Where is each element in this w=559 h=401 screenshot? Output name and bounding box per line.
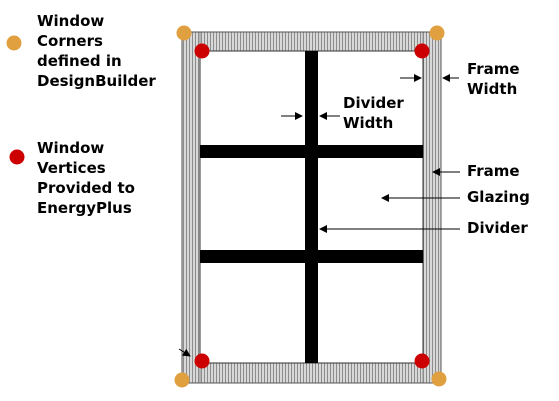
- corner-marker-top-left: [176, 25, 192, 41]
- frame-top: [181, 31, 442, 52]
- dividers: [200, 51, 423, 363]
- corner-marker-top-right: [429, 25, 445, 41]
- legend-vertices-label: Window Vertices Provided to EnergyPlus: [37, 139, 135, 217]
- legend-vertex-marker: [9, 149, 25, 165]
- divider-label: Divider: [467, 219, 528, 237]
- annotation-arrows: [178, 74, 460, 357]
- vertex-marker-top-right: [414, 43, 430, 59]
- window-corners: [174, 25, 447, 388]
- corner-marker-bottom-left: [174, 372, 190, 388]
- frame-left: [181, 31, 201, 384]
- frame-outline: [181, 31, 442, 384]
- vertex-marker-top-left: [194, 43, 210, 59]
- corner-arrow: [178, 348, 191, 357]
- divider-vertical: [305, 51, 318, 363]
- frame-width-label: Frame Width: [467, 60, 520, 98]
- legend-corner-marker: [6, 35, 22, 51]
- glazing-label: Glazing: [467, 188, 530, 206]
- frame-right: [422, 31, 442, 384]
- divider-width-label: Divider Width: [343, 94, 404, 132]
- corner-marker-bottom-right: [431, 371, 447, 387]
- divider-horizontal-bottom: [200, 250, 423, 263]
- frame-bottom: [181, 362, 442, 384]
- divider-horizontal-top: [200, 145, 423, 158]
- vertex-marker-bottom-left: [194, 353, 210, 369]
- vertex-marker-bottom-right: [414, 353, 430, 369]
- frame-label: Frame: [467, 162, 520, 180]
- legend-corners-label: Window Corners defined in DesignBuilder: [37, 12, 156, 90]
- window-vertices: [194, 43, 430, 369]
